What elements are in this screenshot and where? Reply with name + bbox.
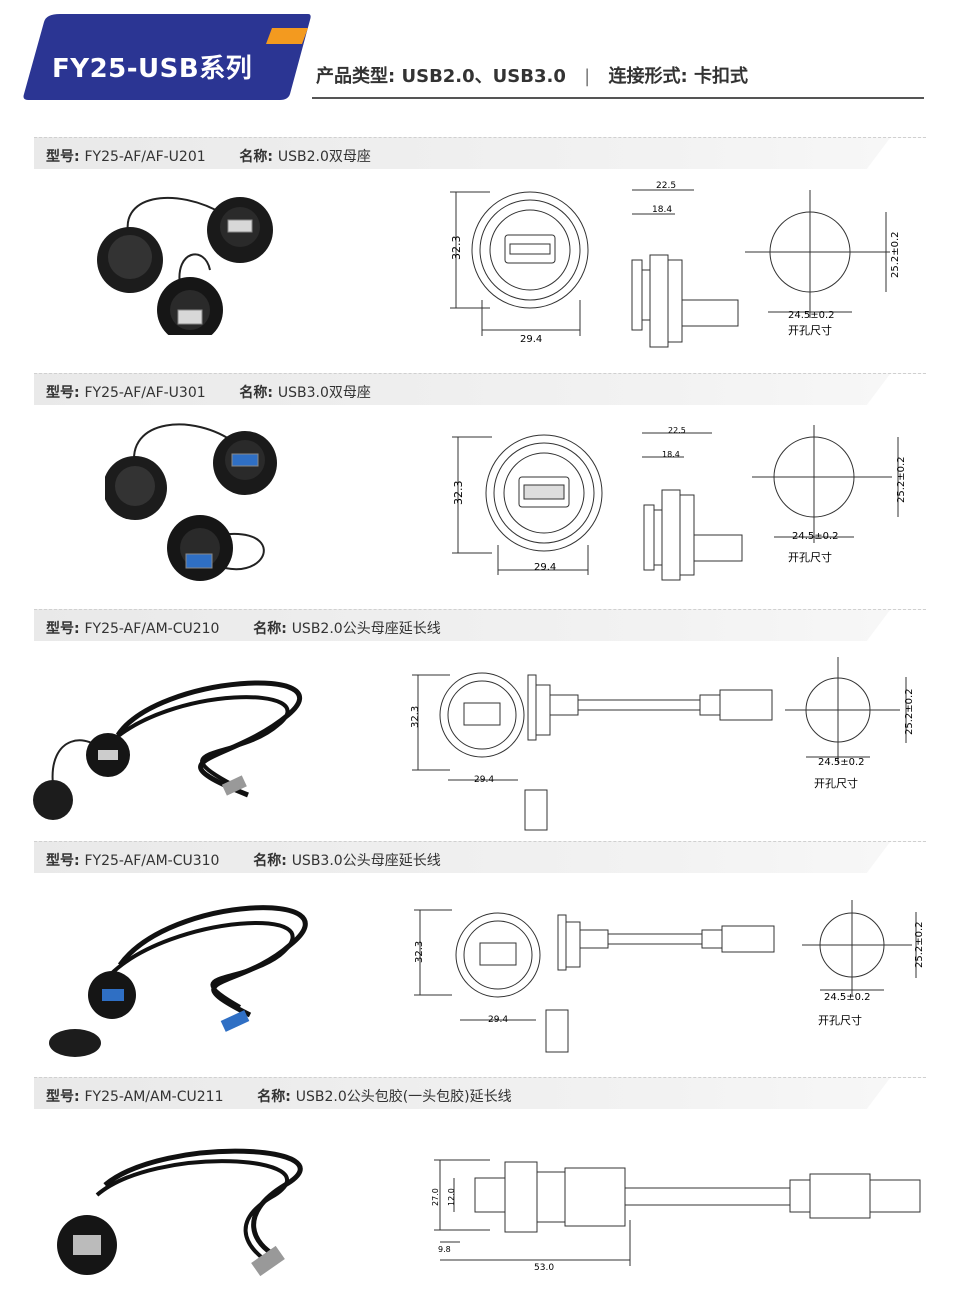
section-bar: 型号: FY25-AM/AM-CU211 名称: USB2.0公头包胶(一头包胶… (34, 1077, 926, 1110)
model-value: FY25-AF/AM-CU310 (84, 853, 220, 869)
dim-hole-h: 25.2±0.2 (890, 231, 901, 278)
dim-width: 29.4 (534, 562, 556, 573)
product-photo-cu211 (57, 1148, 303, 1277)
name-label: 名称: (239, 385, 274, 401)
section-bar: 型号: FY25-AF/AF-U301 名称: USB3.0双母座 (34, 373, 926, 406)
name-label: 名称: (257, 1089, 291, 1105)
banner-shape (23, 14, 311, 100)
dim-height: 32.3 (414, 941, 425, 963)
section-bar: 型号: FY25-AF/AM-CU210 名称: USB2.0公头母座延长线 (34, 609, 926, 642)
product-type-value: USB2.0、USB3.0 (401, 66, 566, 87)
dim-hole-w: 24.5±0.2 (818, 757, 865, 768)
model-value: FY25-AF/AF-U301 (84, 385, 206, 401)
technical-drawing-cu310: 32.3 29.4 24.5±0.2 25.2±0.2 开孔尺寸 (414, 900, 925, 1053)
model-label: 型号: (46, 1089, 80, 1105)
dim-height: 32.3 (452, 481, 465, 506)
model-value: FY25-AF/AF-U201 (84, 149, 206, 165)
technical-drawing-cu210: 32.3 29.4 24.5±0.2 25.2±0.2 开孔尺寸 (410, 657, 915, 831)
model-label: 型号: (46, 149, 80, 165)
product-section-1: 型号: FY25-AF/AF-U201 名称: USB2.0双母座 (34, 137, 926, 170)
name-value: USB2.0公头包胶(一头包胶)延长线 (295, 1089, 512, 1105)
model-value: FY25-AF/AM-CU210 (84, 621, 220, 637)
dim-hole-h: 25.2±0.2 (904, 688, 915, 735)
dim-depth-total: 22.5 (656, 181, 676, 191)
product-type-label: 产品类型: (316, 66, 396, 87)
dim-depth-inner: 18.4 (662, 450, 680, 459)
dim-width: 29.4 (520, 334, 542, 345)
product-photo-u201 (97, 196, 273, 335)
product-photo-cu210 (33, 680, 302, 820)
product-photo-cu310 (49, 905, 308, 1057)
technical-drawing-u301: 32.3 29.4 22.5 18.4 24.5±0.2 25.2±0.2 开孔… (452, 425, 907, 581)
dim-length: 53.0 (534, 1263, 554, 1273)
dim-hole-h: 25.2±0.2 (914, 921, 925, 968)
technical-drawing-u201: 32.3 29.4 22.5 18.4 24.5±0.2 25.2±0.2 开孔… (450, 181, 901, 348)
product-section-3: 型号: FY25-AF/AM-CU210 名称: USB2.0公头母座延长线 (34, 609, 926, 642)
model-value: FY25-AM/AM-CU211 (84, 1089, 224, 1105)
product-section-4: 型号: FY25-AF/AM-CU310 名称: USB3.0公头母座延长线 (34, 841, 926, 874)
hole-size-label: 开孔尺寸 (814, 776, 858, 790)
dim-width: 29.4 (474, 775, 494, 785)
name-value: USB2.0双母座 (277, 149, 371, 165)
series-title: FY25-USB系列 (52, 54, 253, 84)
model-label: 型号: (46, 385, 80, 401)
connection-label: 连接形式: (608, 66, 688, 87)
model-label: 型号: (46, 621, 80, 637)
name-value: USB2.0公头母座延长线 (291, 621, 441, 637)
dim-width: 29.4 (488, 1015, 508, 1025)
dim-height: 32.3 (410, 706, 421, 728)
hole-size-label: 开孔尺寸 (788, 323, 832, 337)
technical-drawing-cu211: 27.0 12.0 9.8 53.0 (431, 1159, 921, 1273)
dim-depth-inner: 18.4 (652, 205, 672, 215)
header-info: 产品类型: USB2.0、USB3.0 | 连接形式: 卡扣式 (316, 62, 748, 88)
name-value: USB3.0公头母座延长线 (291, 853, 441, 869)
name-label: 名称: (253, 621, 287, 637)
header-separator: | (584, 66, 591, 87)
product-photo-u301 (105, 423, 277, 581)
name-label: 名称: (239, 149, 274, 165)
section-bar: 型号: FY25-AF/AM-CU310 名称: USB3.0公头母座延长线 (34, 841, 926, 874)
model-label: 型号: (46, 853, 80, 869)
series-banner: FY25-USB系列 (22, 14, 312, 100)
hole-size-label: 开孔尺寸 (818, 1013, 862, 1027)
product-section-2: 型号: FY25-AF/AF-U301 名称: USB3.0双母座 (34, 373, 926, 406)
dim-depth-total: 22.5 (668, 426, 686, 435)
product-section-5: 型号: FY25-AM/AM-CU211 名称: USB2.0公头包胶(一头包胶… (34, 1077, 926, 1110)
header-rule (312, 97, 924, 99)
dim-hole-w: 24.5±0.2 (788, 310, 835, 321)
section-bar: 型号: FY25-AF/AF-U201 名称: USB2.0双母座 (34, 137, 926, 170)
dim-hole-h: 25.2±0.2 (896, 456, 907, 503)
dim-offset: 9.8 (438, 1245, 451, 1254)
dim-height-inner: 12.0 (447, 1188, 456, 1206)
hole-size-label: 开孔尺寸 (788, 550, 832, 564)
dim-hole-w: 24.5±0.2 (824, 992, 871, 1003)
connection-value: 卡扣式 (693, 66, 748, 87)
name-label: 名称: (253, 853, 287, 869)
dim-height-outer: 27.0 (431, 1188, 440, 1206)
dim-height: 32.3 (450, 236, 463, 261)
name-value: USB3.0双母座 (277, 385, 371, 401)
dim-hole-w: 24.5±0.2 (792, 531, 839, 542)
